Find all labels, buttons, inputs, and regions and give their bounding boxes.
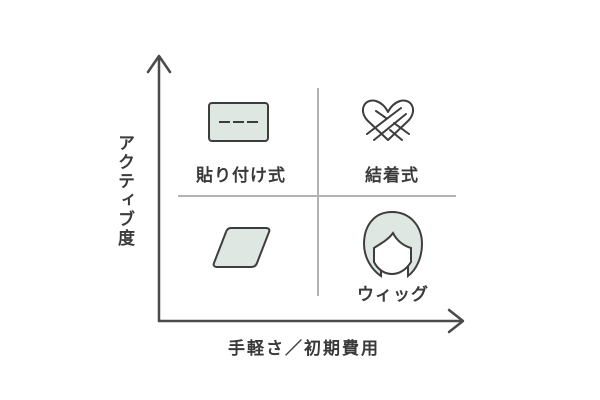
parallelogram-patch-icon [212,227,271,268]
knot-icon [361,99,415,141]
quadrant-label-top-left: 貼り付け式 [196,166,286,186]
adhesive-sheet-icon [208,102,269,142]
quadrant-label-bottom-right: ウィッグ [357,285,429,305]
y-axis-label: アクティブ度 [114,134,134,248]
quadrant-label-top-right: 結着式 [365,166,419,186]
wig-head-icon [362,210,424,279]
y-axis [146,54,172,322]
x-axis-label: 手軽さ／初期費用 [228,339,380,359]
x-axis [158,308,465,334]
